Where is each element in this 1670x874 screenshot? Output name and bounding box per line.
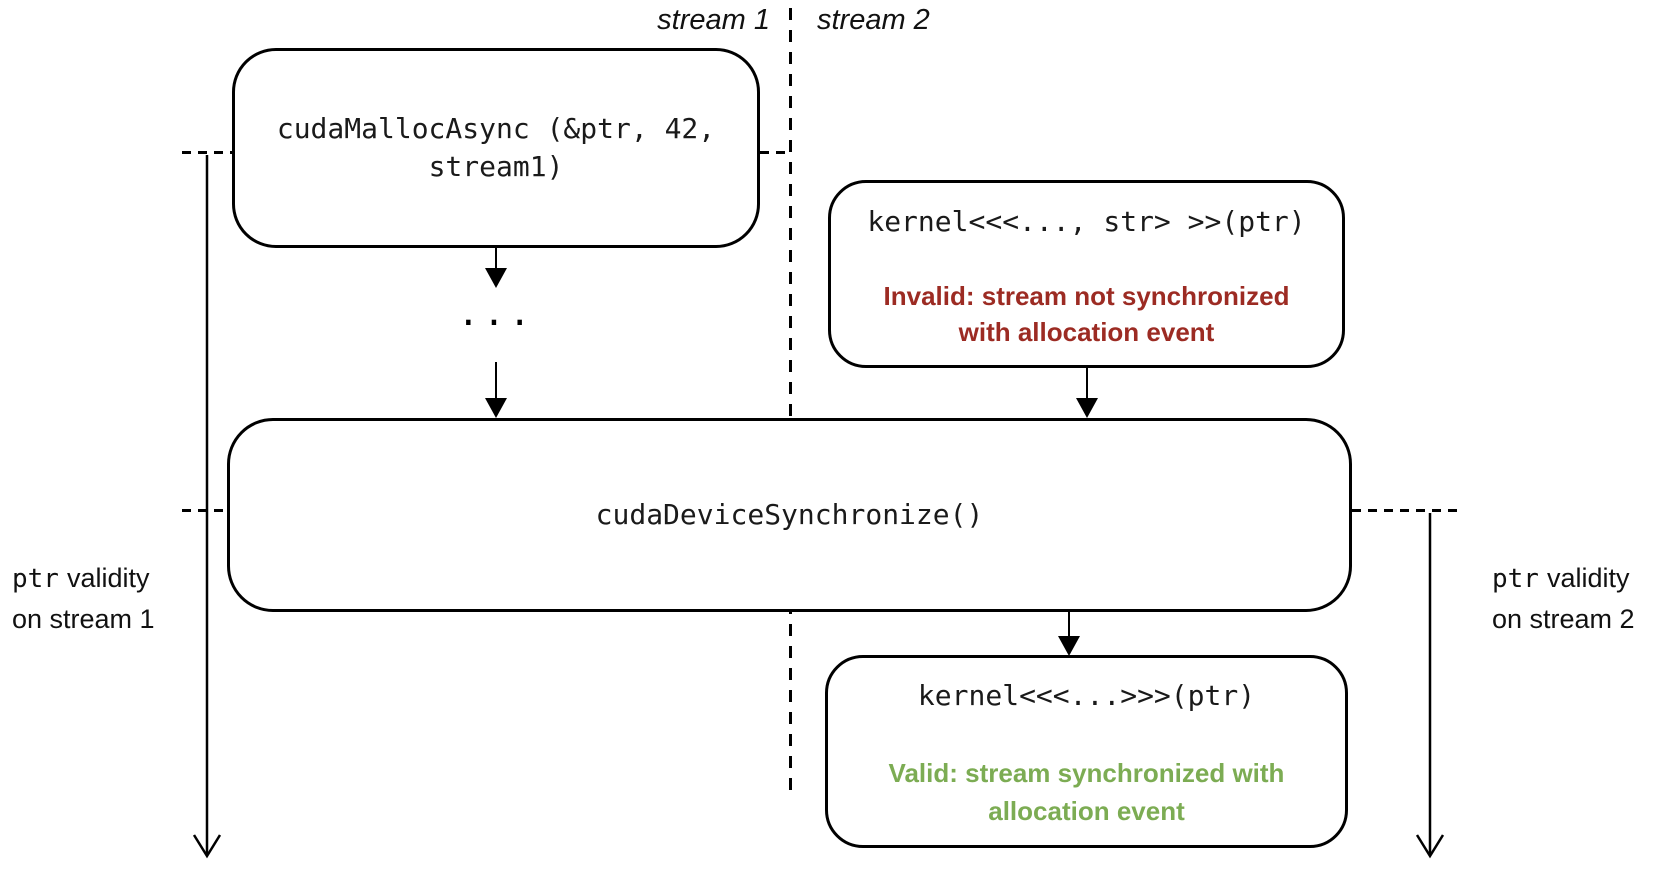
invalid-kernel-to-sync-arrow-line [1086, 368, 1088, 402]
sync-to-valid-kernel-arrow-line [1068, 612, 1070, 640]
sync-to-valid-kernel-arrowhead-icon [1058, 636, 1080, 656]
invalid-note-line1: Invalid: stream not synchronized [883, 281, 1290, 311]
kernel-valid-code: kernel<<<...>>>(ptr) [917, 679, 1256, 712]
ptr-code-token: ptr [12, 564, 59, 594]
sync-event-dash-left [182, 509, 227, 512]
device-synchronize-code: cudaDeviceSynchronize() [595, 498, 984, 531]
invalid-note: Invalid: stream not synchronized with al… [884, 278, 1290, 350]
ptr-validity-arrow-stream2 [1415, 513, 1445, 859]
malloc-async-code-line1: cudaMallocAsync (&ptr, 42, [276, 112, 716, 145]
stream-divider-dashed-line [789, 8, 792, 790]
stream2-column-label: stream 2 [817, 4, 930, 36]
invalid-kernel-to-sync-arrowhead-icon [1076, 398, 1098, 418]
allocation-event-dash-left [182, 151, 232, 154]
malloc-async-code-line2: stream1) [428, 150, 564, 183]
malloc-to-ellipsis-arrowhead-icon [485, 268, 507, 288]
device-synchronize-box: cudaDeviceSynchronize() [227, 418, 1352, 612]
kernel-valid-box: kernel<<<...>>>(ptr) Valid: stream synch… [825, 655, 1348, 848]
kernel-invalid-box: kernel<<<..., str> >>(ptr) Invalid: stre… [828, 180, 1345, 368]
ptr-validity-arrow-stream1 [192, 155, 222, 859]
stream1-column-label: stream 1 [657, 4, 770, 36]
malloc-async-box: cudaMallocAsync (&ptr, 42, stream1) [232, 48, 760, 248]
valid-note-line1: Valid: stream synchronized with [888, 758, 1285, 788]
ellipsis-to-sync-arrow-line [495, 362, 497, 400]
allocation-event-dash-right [760, 151, 791, 154]
ellipsis-between-steps: ... [457, 293, 535, 334]
valid-note-line2: allocation event [988, 796, 1185, 826]
sync-event-dash-right [1352, 509, 1458, 512]
kernel-invalid-code: kernel<<<..., str> >>(ptr) [867, 205, 1306, 238]
ellipsis-to-sync-arrowhead-icon [485, 398, 507, 418]
invalid-note-line2: with allocation event [958, 317, 1215, 347]
malloc-to-ellipsis-arrow-line [495, 248, 497, 272]
valid-note: Valid: stream synchronized with allocati… [889, 754, 1285, 830]
ptr-code-token: ptr [1492, 564, 1539, 594]
